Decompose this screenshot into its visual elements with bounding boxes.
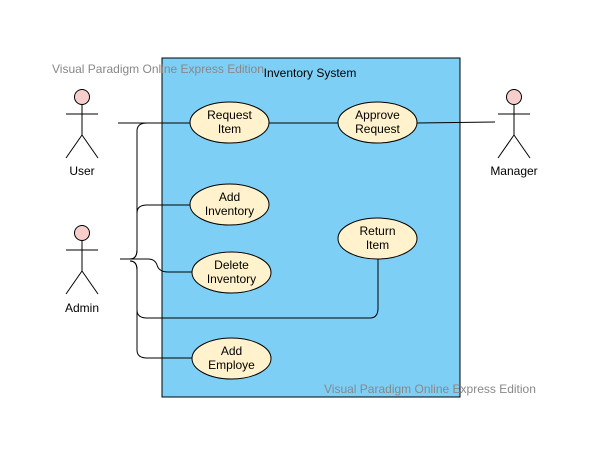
use-case-add-inventory: Add Inventory bbox=[189, 183, 270, 226]
actor-manager-label: Manager bbox=[490, 164, 537, 178]
use-case-approve-request-line1: Approve bbox=[355, 108, 400, 122]
use-case-add-employe-line1: Add bbox=[221, 344, 242, 358]
use-case-approve-request: Approve Request bbox=[337, 101, 418, 144]
use-case-return-item-line1: Return bbox=[359, 224, 395, 238]
system-title: Inventory System bbox=[264, 66, 357, 80]
actor-user-leg-right bbox=[81, 134, 99, 159]
actor-user-label: User bbox=[69, 164, 94, 178]
association-admin-add-inventory bbox=[129, 204, 190, 260]
actor-user-leg-left bbox=[65, 134, 83, 159]
use-case-delete-inventory: Delete Inventory bbox=[191, 251, 272, 294]
watermark-bottom: Visual Paradigm Online Express Edition bbox=[324, 382, 536, 396]
use-case-request-item-line2: Item bbox=[218, 122, 241, 136]
actor-user-head bbox=[74, 89, 90, 105]
actor-admin-label: Admin bbox=[65, 301, 99, 315]
actor-manager-leg-left bbox=[497, 134, 515, 159]
actor-manager-head bbox=[506, 89, 522, 105]
use-case-delete-inventory-line1: Delete bbox=[214, 258, 249, 272]
use-case-delete-inventory-line2: Inventory bbox=[207, 272, 256, 286]
use-case-add-inventory-line2: Inventory bbox=[205, 204, 254, 218]
actor-manager bbox=[497, 89, 531, 159]
use-case-return-item-line2: Item bbox=[366, 238, 389, 252]
actor-admin-leg-left bbox=[65, 270, 83, 295]
association-admin-add-employe bbox=[129, 260, 192, 359]
association-admin-delete-inventory bbox=[120, 258, 192, 273]
associations bbox=[118, 121, 496, 359]
use-case-request-item-line1: Request bbox=[207, 108, 252, 122]
watermark-top: Visual Paradigm Online Express Edition bbox=[52, 62, 264, 76]
actor-admin-leg-right bbox=[81, 270, 99, 295]
actor-admin-head bbox=[74, 225, 90, 241]
use-case-add-inventory-line1: Add bbox=[219, 190, 240, 204]
actor-manager-leg-right bbox=[513, 134, 531, 159]
use-case-add-employe: Add Employe bbox=[191, 337, 272, 380]
actor-user bbox=[65, 89, 99, 159]
actor-admin bbox=[65, 225, 99, 295]
association-approve-manager bbox=[416, 121, 496, 124]
use-case-return-item: Return Item bbox=[337, 217, 418, 260]
use-case-approve-request-line2: Request bbox=[355, 122, 400, 136]
use-case-request-item: Request Item bbox=[189, 101, 270, 144]
use-case-add-employe-line2: Employe bbox=[208, 358, 255, 372]
